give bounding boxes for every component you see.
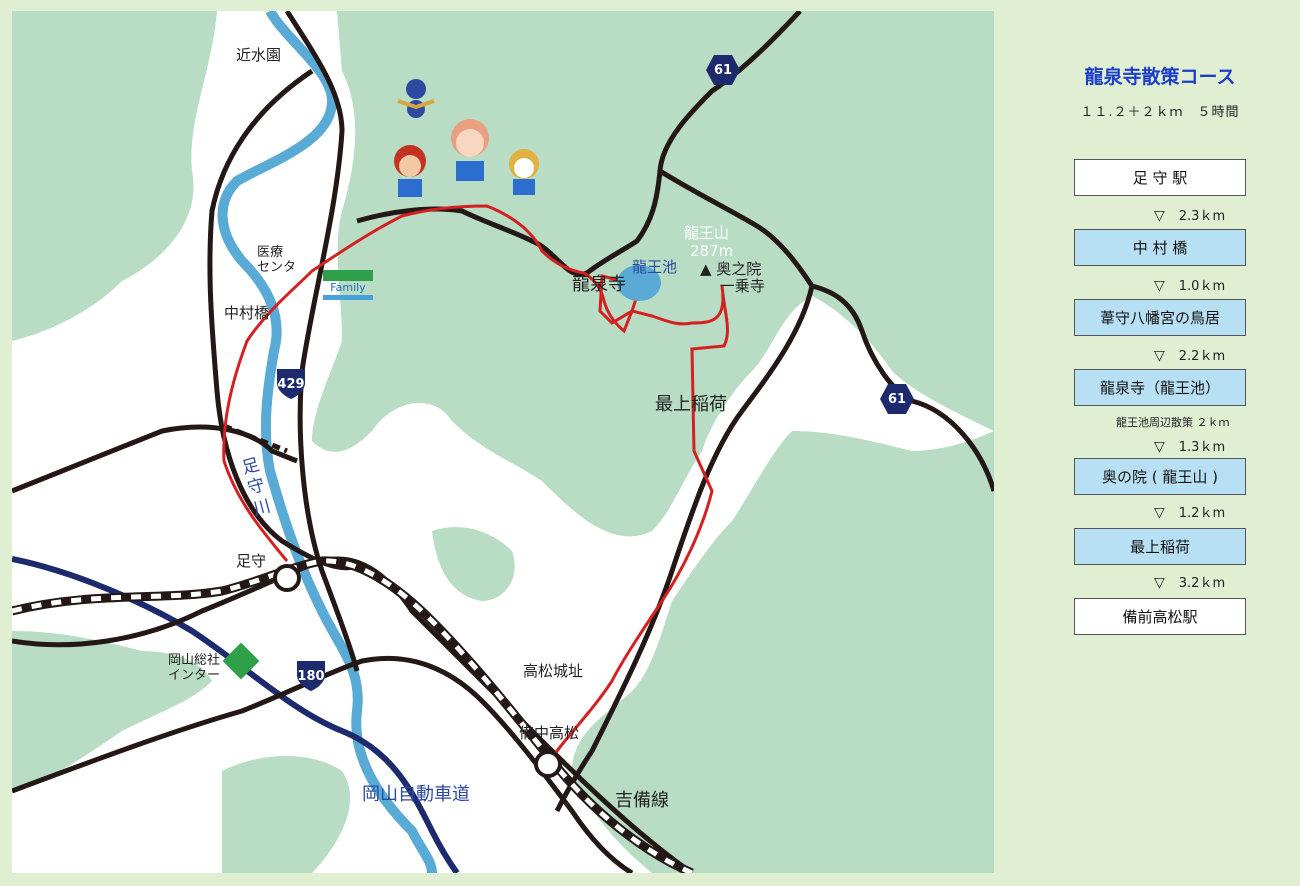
ryuouzan-label: 龍王山 bbox=[684, 224, 730, 242]
course-meta: １１.２＋２ｋｍ ５時間 bbox=[1080, 105, 1240, 120]
ryusenji-label: 龍泉寺 bbox=[572, 274, 626, 295]
route-180-label: 180 bbox=[297, 668, 325, 684]
stop-nakamura-bashi[interactable]: 中 村 橋 bbox=[1074, 229, 1246, 266]
bitchu-takamatsu-label: 備中高松 bbox=[519, 724, 580, 742]
stop-saijo-inari[interactable]: 最上稲荷 bbox=[1074, 528, 1246, 565]
kibi-line-label: 吉備線 bbox=[615, 790, 669, 811]
okunoin-label: ▲ 奥之院 一乗寺 bbox=[700, 260, 765, 296]
kinsuien-label: 近水園 bbox=[236, 46, 282, 64]
family-mart-marker: Family bbox=[323, 270, 373, 304]
distance-3: ▽2.2ｋm bbox=[1154, 348, 1226, 364]
stop-okunoin[interactable]: 奥の院 ( 龍王山 ) bbox=[1074, 458, 1246, 495]
okayama-soja-interchange-label: 岡山総社 インター bbox=[168, 653, 221, 683]
bitchu-takamatsu-station-marker[interactable] bbox=[534, 750, 562, 778]
kibi-rail-pattern bbox=[12, 558, 694, 873]
family-mart-label: Family bbox=[330, 281, 366, 294]
ryuouike-pond bbox=[617, 265, 661, 301]
ashimori-station-label: 足守 bbox=[236, 552, 267, 570]
map-canvas bbox=[12, 11, 994, 873]
triangle-down-icon: ▽ bbox=[1154, 575, 1165, 591]
road-tunnel bbox=[223, 423, 288, 454]
distance-5: ▽1.2ｋm bbox=[1154, 505, 1226, 521]
triangle-down-icon: ▽ bbox=[1154, 278, 1165, 294]
distance-2: ▽1.0ｋm bbox=[1154, 278, 1226, 294]
triangle-down-icon: ▽ bbox=[1154, 505, 1165, 521]
route-61-label: 61 bbox=[887, 391, 907, 407]
walking-route bbox=[222, 204, 729, 773]
stop-bizen-takamatsu-station[interactable]: 備前高松駅 bbox=[1074, 598, 1246, 635]
ashimori-station-marker[interactable] bbox=[273, 564, 301, 592]
medical-center-label: 医療 センタ bbox=[257, 245, 297, 275]
route-61-shield-north: 61 bbox=[706, 55, 740, 85]
ryuouike-walk-note: 龍王池周辺散策 ２ｋｍ bbox=[1116, 416, 1230, 429]
interchange-marker bbox=[222, 642, 260, 680]
mascot-characters bbox=[394, 79, 539, 197]
ryuouike-label: 龍王池 bbox=[632, 258, 678, 276]
triangle-down-icon: ▽ bbox=[1154, 208, 1165, 224]
takamatsu-castle-label: 高松城址 bbox=[523, 662, 584, 680]
triangle-down-icon: ▽ bbox=[1154, 439, 1165, 455]
distance-6: ▽3.2ｋm bbox=[1154, 575, 1226, 591]
expressway-label: 岡山自動車道 bbox=[362, 784, 470, 805]
route-429-shield: 429 bbox=[274, 369, 308, 399]
stop-ashimori-station[interactable]: 足 守 駅 bbox=[1074, 159, 1246, 196]
route-429-label: 429 bbox=[277, 376, 305, 392]
route-61-label: 61 bbox=[713, 62, 733, 78]
stop-ashimori-hachimangu[interactable]: 葦守八幡宮の鳥居 bbox=[1074, 299, 1246, 336]
ryuouzan-elevation: 287m bbox=[690, 242, 734, 260]
route-180-shield: 180 bbox=[294, 661, 328, 691]
distance-1: ▽2.3ｋm bbox=[1154, 208, 1226, 224]
route-map[interactable]: 61 61 429 180 Family 近水園 医療 センタ 中村橋 龍泉寺 … bbox=[12, 11, 994, 873]
saijo-inari-label: 最上稲荷 bbox=[655, 394, 727, 415]
course-title: 龍泉寺散策コース bbox=[1084, 66, 1236, 88]
route-61-shield-east: 61 bbox=[880, 384, 914, 414]
triangle-down-icon: ▽ bbox=[1154, 348, 1165, 364]
distance-4: ▽1.3ｋm bbox=[1154, 439, 1226, 455]
river bbox=[217, 11, 437, 873]
forest-areas bbox=[12, 11, 994, 873]
nakamura-bashi-label: 中村橋 bbox=[224, 304, 270, 322]
stop-ryusenji[interactable]: 龍泉寺（龍王池） bbox=[1074, 369, 1246, 406]
